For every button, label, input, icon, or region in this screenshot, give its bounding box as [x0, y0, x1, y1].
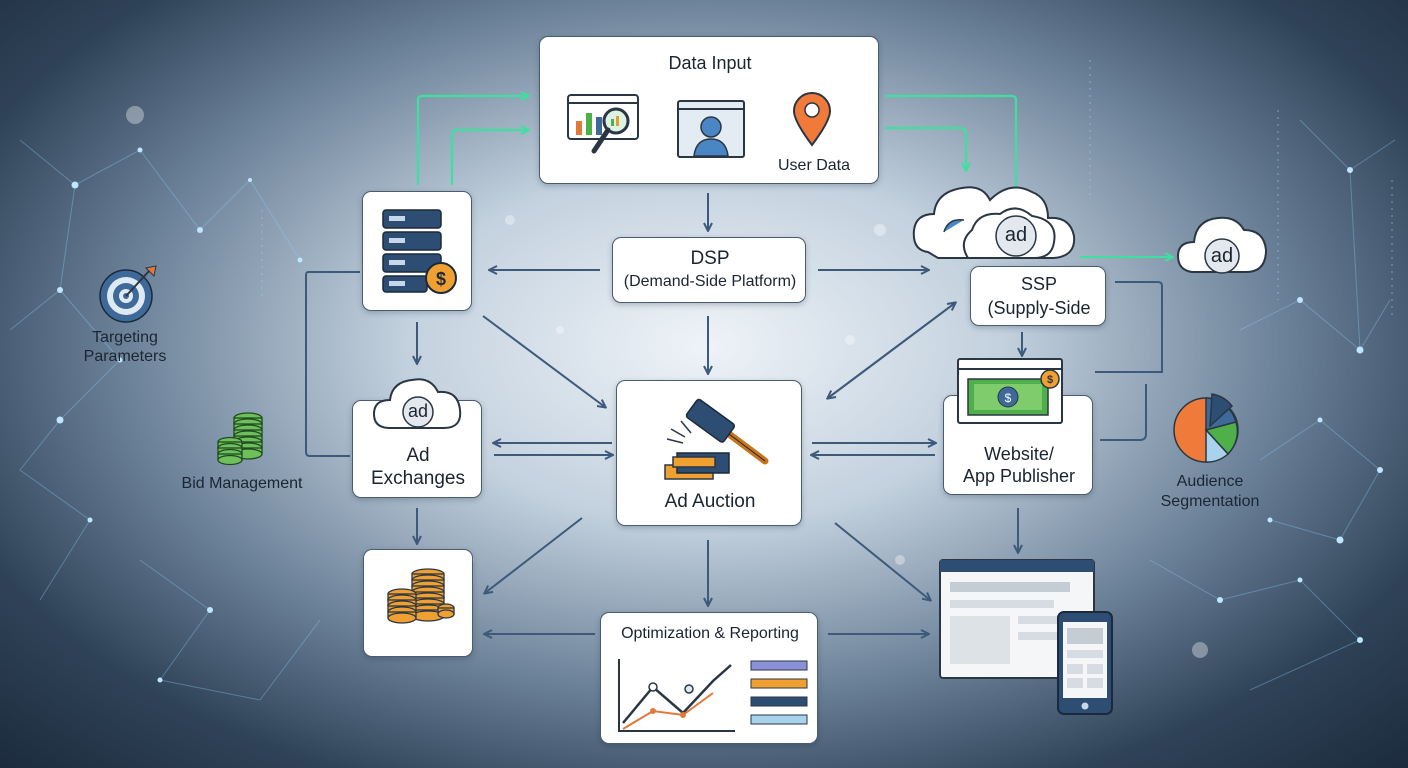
audience-label-line2: Segmentation	[1160, 493, 1260, 510]
location-pin-icon	[792, 92, 832, 147]
svg-text:$: $	[436, 269, 446, 289]
ad-exchanges-cloud-text: ad	[407, 401, 429, 421]
analytics-chart-icon	[567, 94, 639, 154]
ssp-subtitle: (Supply-Side	[987, 298, 1091, 318]
dsp-title: DSP	[690, 248, 730, 269]
data-input-title: Data Input	[668, 53, 752, 73]
ssp-title: SSP	[1020, 274, 1058, 294]
website-publisher-line2: App Publisher	[962, 466, 1076, 486]
ad-exchanges-label-line1: Ad	[406, 445, 430, 466]
ssp-node[interactable]: SSP (Supply-Side	[970, 266, 1106, 326]
line-chart-icon	[618, 659, 735, 732]
svg-text:$: $	[1047, 374, 1053, 386]
cash-stack-icon	[217, 412, 263, 466]
svg-text:$: $	[1005, 391, 1012, 405]
bid-management-label: Bid Management	[181, 475, 303, 492]
pie-chart-icon	[1173, 393, 1239, 463]
ad-exchanges-label-line2: Exchanges	[370, 468, 465, 489]
ad-auction-node[interactable]: Ad Auction	[616, 380, 802, 526]
money-bill-icon: $ $	[957, 358, 1063, 424]
website-publisher-line1: Website/	[984, 444, 1054, 464]
ad-auction-title: Ad Auction	[664, 491, 756, 512]
user-data-label: User Data	[777, 157, 851, 174]
optimization-reporting-node[interactable]: Optimization & Reporting	[600, 612, 818, 744]
target-icon	[99, 265, 157, 323]
ad-server-node[interactable]: $	[362, 191, 472, 311]
targeting-label-line2: Parameters	[83, 348, 167, 365]
mobile-phone-icon	[1057, 611, 1113, 715]
gavel-icon	[664, 398, 769, 480]
dsp-subtitle: (Demand-Side Platform)	[623, 273, 797, 290]
bar-list-icon	[750, 660, 808, 725]
browser-page-icon	[939, 559, 1095, 679]
coin-stack-icon	[387, 568, 455, 624]
side-cloud-text: ad	[1210, 245, 1234, 267]
ad-cloud-icon	[372, 378, 462, 429]
audience-label-line1: Audience	[1176, 473, 1244, 490]
data-input-node[interactable]: Data Input User Data	[539, 36, 879, 184]
user-profile-icon	[677, 100, 745, 158]
optimization-title: Optimization & Reporting	[621, 625, 799, 642]
server-dollar-icon: $	[382, 209, 457, 294]
revenue-node[interactable]	[363, 549, 473, 657]
ssp-cloud-text: ad	[1004, 224, 1028, 246]
dsp-node[interactable]: DSP (Demand-Side Platform)	[612, 237, 806, 303]
ssp-cloud-icon	[912, 186, 1076, 259]
targeting-label-line1: Targeting	[92, 329, 158, 346]
side-ad-cloud-icon	[1176, 216, 1268, 274]
